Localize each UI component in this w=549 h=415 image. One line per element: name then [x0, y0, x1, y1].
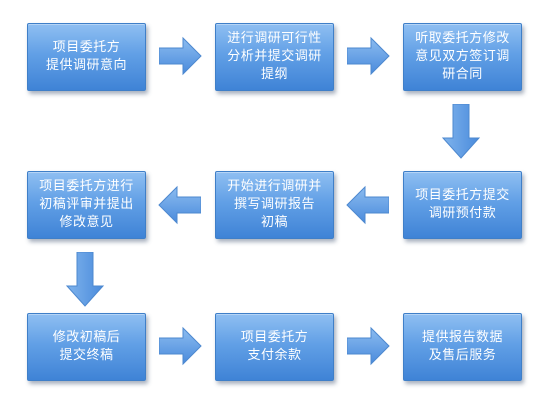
step-box-1: 项目委托方 提供调研意向: [27, 23, 146, 91]
step-label-2: 进行调研可行性 分析并提交调研 提纲: [227, 31, 322, 82]
arrow-right-2-3: [347, 36, 391, 76]
step-label-3: 听取委托方修改 意见双方签订调 研合同: [415, 31, 510, 82]
step-label-8: 项目委托方 支付余款: [240, 330, 309, 363]
step-label-7: 修改初稿后 提交终稿: [52, 330, 121, 363]
step-box-8: 项目委托方 支付余款: [215, 313, 334, 381]
arrow-left-4-5: [345, 185, 389, 225]
step-box-6: 项目委托方进行 初稿评审并提出 修改意见: [27, 171, 146, 239]
step-label-1: 项目委托方 提供调研意向: [45, 40, 127, 73]
step-label-9: 提供报告数据 及售后服务: [421, 330, 503, 363]
arrow-right-8-9: [347, 326, 391, 366]
arrow-right-1-2: [159, 36, 203, 76]
step-box-2: 进行调研可行性 分析并提交调研 提纲: [215, 23, 334, 91]
step-box-5: 开始进行调研并 撰写调研报告 初稿: [215, 171, 334, 239]
step-box-3: 听取委托方修改 意见双方签订调 研合同: [403, 23, 522, 91]
step-label-6: 项目委托方进行 初稿评审并提出 修改意见: [39, 179, 134, 230]
arrow-down-3-4: [441, 104, 481, 160]
step-box-9: 提供报告数据 及售后服务: [403, 313, 522, 381]
step-label-4: 项目委托方提交 调研预付款: [415, 188, 510, 221]
arrow-down-6-7: [65, 252, 105, 308]
step-box-4: 项目委托方提交 调研预付款: [403, 171, 522, 239]
step-label-5: 开始进行调研并 撰写调研报告 初稿: [227, 179, 322, 230]
arrow-right-7-8: [159, 326, 203, 366]
arrow-left-5-6: [157, 185, 201, 225]
step-box-7: 修改初稿后 提交终稿: [27, 313, 146, 381]
